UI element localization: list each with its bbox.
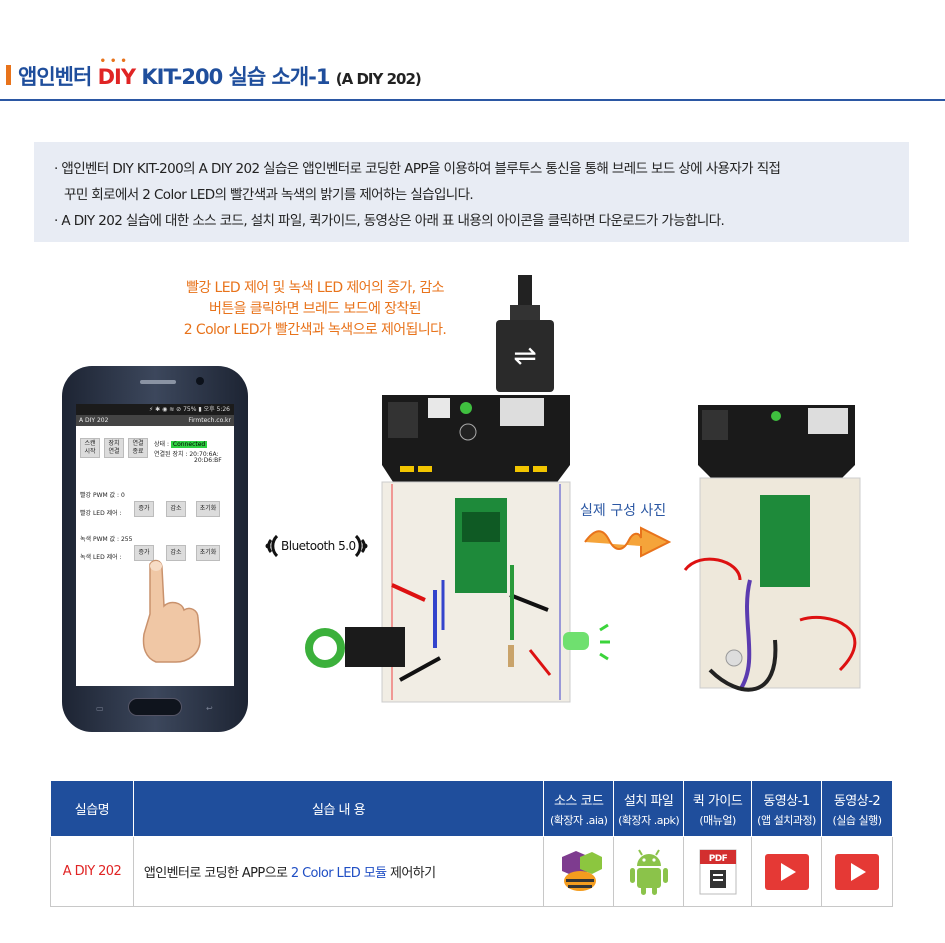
title-sub: (A DIY 202) bbox=[335, 70, 422, 88]
header-source-sub: (확장자 .aia) bbox=[549, 813, 608, 827]
green-control-label: 녹색 LED 제어 : bbox=[80, 554, 122, 561]
header-video1: 동영상-1 (앱 설치과정) bbox=[751, 780, 822, 837]
header-video1-sub: (앱 설치과정) bbox=[757, 813, 816, 827]
install-file-cell bbox=[613, 836, 685, 907]
intro-box: · 앱인벤터 DIY KIT-200의 A DIY 202 실습은 앱인벤터로 … bbox=[34, 142, 909, 242]
content-highlight: 2 Color LED 모듈 bbox=[290, 866, 387, 881]
header-install: 설치 파일 (확장자 .apk) bbox=[613, 780, 685, 837]
app-inventor-icon[interactable] bbox=[554, 849, 604, 895]
play-icon[interactable] bbox=[834, 853, 880, 891]
header-name: 실습명 bbox=[50, 780, 134, 837]
table-header-row: 실습명 실습 내 용 소스 코드 (확장자 .aia) 설치 파일 (확장자 .ap… bbox=[50, 780, 893, 837]
connection-state: 상태 : Connected bbox=[154, 439, 208, 448]
header-install-label: 설치 파일 bbox=[623, 793, 674, 809]
video2-cell bbox=[821, 836, 893, 907]
header-source-label: 소스 코드 bbox=[553, 793, 604, 809]
back-icon: ↩ bbox=[206, 704, 213, 713]
header-guide-sub: (매뉴얼) bbox=[699, 813, 736, 827]
header-video1-label: 동영상-1 bbox=[763, 793, 810, 809]
header-video2-label: 동영상-2 bbox=[833, 793, 881, 809]
red-control-label: 빨강 LED 제어 : bbox=[80, 510, 122, 517]
diy-dots: ••• bbox=[99, 56, 131, 67]
content-post: 제어하기 bbox=[386, 866, 436, 881]
annotation-line-2: 버튼을 클릭하면 브레드 보드에 장착된 bbox=[209, 301, 421, 317]
phone-camera bbox=[196, 377, 204, 385]
title-diy-text: DIY bbox=[97, 65, 136, 89]
smartphone: ⚡ ✱ ◉ ≋ ⊘ 75% ▮ 오후 5:26 A DIY 202 Firmte… bbox=[62, 366, 248, 732]
scan-start-button[interactable]: 스캔 시작 bbox=[80, 438, 100, 458]
disconnect-button[interactable]: 연결 종료 bbox=[128, 438, 148, 458]
device-label: 연결된 장치 : 20:70:6A: bbox=[154, 451, 219, 458]
header-source: 소스 코드 (확장자 .aia) bbox=[543, 780, 615, 837]
header-video2-sub: (실습 실행) bbox=[832, 813, 882, 827]
header-content: 실습 내 용 bbox=[132, 780, 545, 837]
page-header: 앱인벤터 •••DIY KIT-200 실습 소개-1 (A DIY 202) bbox=[0, 55, 945, 101]
red-pwm-value: 빨강 PWM 값 : 0 bbox=[80, 492, 125, 499]
red-increase-button[interactable]: 증가 bbox=[134, 501, 154, 517]
squiggle-arrow-icon bbox=[584, 526, 671, 558]
led-glow-icon bbox=[563, 623, 610, 661]
diagram-annotation: 빨강 LED 제어 및 녹색 LED 제어의 증가, 감소 버튼을 클릭하면 브… bbox=[150, 278, 480, 341]
annotation-line-1: 빨강 LED 제어 및 녹색 LED 제어의 증가, 감소 bbox=[186, 280, 444, 296]
bluetooth-wave-icon bbox=[354, 534, 368, 558]
green-decrease-button[interactable]: 감소 bbox=[166, 545, 186, 561]
header-video2: 동영상-2 (실습 실행) bbox=[821, 780, 893, 837]
breadboard-diagram: ⇌ bbox=[305, 275, 610, 703]
content-pre: 앱인벤터로 코딩한 APP으로 bbox=[143, 866, 291, 881]
app-site: Firmtech.co.kr bbox=[188, 417, 231, 424]
green-pwm-value: 녹색 PWM 값 : 255 bbox=[80, 536, 133, 543]
state-label: 상태 : bbox=[154, 441, 169, 448]
header-install-sub: (확장자 .apk) bbox=[618, 813, 680, 827]
recent-apps-icon: ▭ bbox=[96, 704, 104, 713]
phone-status-bar: ⚡ ✱ ◉ ≋ ⊘ 75% ▮ 오후 5:26 bbox=[76, 404, 234, 415]
title-marker bbox=[6, 65, 11, 85]
device-connect-button[interactable]: 장치 연결 bbox=[104, 438, 124, 458]
header-guide: 퀵 가이드 (매뉴얼) bbox=[683, 780, 753, 837]
phone-screen: ⚡ ✱ ◉ ≋ ⊘ 75% ▮ 오후 5:26 A DIY 202 Firmte… bbox=[76, 404, 234, 686]
practice-code: A DIY 202 bbox=[50, 836, 134, 907]
play-icon[interactable] bbox=[764, 853, 810, 891]
svg-text:⇌: ⇌ bbox=[513, 339, 536, 372]
pdf-icon[interactable]: PDF bbox=[698, 848, 738, 896]
pdf-label: PDF bbox=[708, 854, 727, 864]
bluetooth-wave-icon bbox=[265, 534, 279, 558]
page-title: 앱인벤터 •••DIY KIT-200 실습 소개-1 (A DIY 202) bbox=[18, 56, 422, 91]
photo-label: 실제 구성 사진 bbox=[580, 503, 667, 519]
real-circuit-photo bbox=[680, 400, 880, 705]
video1-cell bbox=[751, 836, 822, 907]
app-name: A DIY 202 bbox=[79, 417, 109, 424]
bluetooth-label: Bluetooth 5.0 bbox=[281, 539, 356, 553]
touch-hand-icon bbox=[142, 559, 201, 663]
red-reset-button[interactable]: 초기화 bbox=[196, 501, 220, 517]
green-increase-button[interactable]: 증가 bbox=[134, 545, 154, 561]
table-row: A DIY 202 앱인벤터로 코딩한 APP으로 2 Color LED 모듈… bbox=[50, 836, 893, 907]
quick-guide-cell: PDF bbox=[683, 836, 753, 907]
title-diy: •••DIY bbox=[97, 56, 136, 89]
green-reset-button[interactable]: 초기화 bbox=[196, 545, 220, 561]
title-main: KIT-200 실습 소개-1 bbox=[141, 65, 330, 89]
header-guide-label: 퀵 가이드 bbox=[692, 793, 743, 809]
android-icon[interactable] bbox=[627, 848, 671, 896]
device-value: 20:D6:BF bbox=[194, 457, 222, 464]
intro-line-3: · A DIY 202 실습에 대한 소스 코드, 설치 파일, 퀵가이드, 동… bbox=[54, 213, 725, 229]
phone-speaker bbox=[140, 380, 176, 384]
home-button bbox=[128, 698, 182, 716]
practice-table: 실습명 실습 내 용 소스 코드 (확장자 .aia) 설치 파일 (확장자 .ap… bbox=[50, 780, 893, 907]
red-decrease-button[interactable]: 감소 bbox=[166, 501, 186, 517]
usb-plug-icon: ⇌ bbox=[496, 275, 554, 392]
app-title-bar: A DIY 202 Firmtech.co.kr bbox=[76, 415, 234, 426]
title-prefix: 앱인벤터 bbox=[18, 65, 92, 89]
intro-line-2: 꾸민 회로에서 2 Color LED의 빨간색과 녹색의 밝기를 제어하는 실… bbox=[64, 187, 474, 203]
state-value: Connected bbox=[170, 441, 208, 448]
intro-line-1: · 앱인벤터 DIY KIT-200의 A DIY 202 실습은 앱인벤터로 … bbox=[54, 161, 781, 177]
source-code-cell bbox=[543, 836, 615, 907]
annotation-line-3: 2 Color LED가 빨간색과 녹색으로 제어됩니다. bbox=[183, 322, 447, 338]
practice-content: 앱인벤터로 코딩한 APP으로 2 Color LED 모듈 제어하기 bbox=[132, 836, 545, 907]
